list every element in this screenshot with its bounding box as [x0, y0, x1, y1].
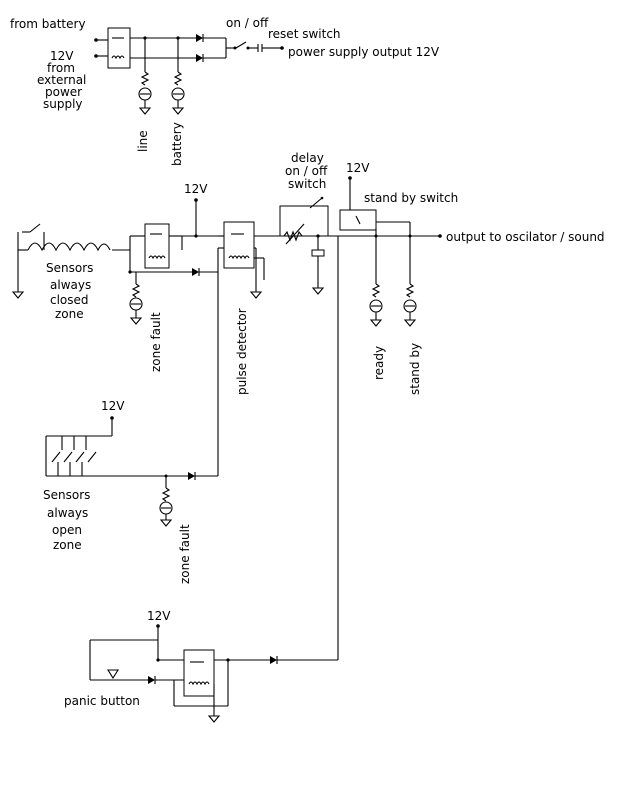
label-12v-standby: 12V — [346, 161, 370, 175]
label-delay-1: delay — [291, 151, 324, 165]
label-sensors-open-4: zone — [53, 538, 82, 552]
label-12v-external-supply: supply — [43, 97, 83, 111]
label-12v-panic: 12V — [147, 609, 171, 623]
label-delay-2: on / off — [285, 164, 328, 178]
label-12v-open: 12V — [101, 399, 125, 413]
panic-relay — [183, 649, 215, 697]
label-sensors-closed-1: Sensors — [46, 261, 93, 275]
label-panic-button: panic button — [64, 694, 140, 708]
label-sensors-open-3: open — [52, 523, 82, 537]
label-12v-external-from: from — [47, 61, 75, 75]
delay-standby-section — [279, 176, 442, 660]
label-ready: ready — [372, 346, 386, 380]
label-battery: battery — [170, 122, 184, 166]
power-relay — [107, 27, 131, 69]
label-pulse-detector: pulse detector — [235, 308, 249, 395]
label-stand-by: stand by — [408, 343, 422, 395]
label-stand-by-switch: stand by switch — [364, 191, 458, 205]
label-delay-3: switch — [288, 177, 326, 191]
label-line: line — [136, 130, 150, 152]
closed-zone-section — [11, 198, 290, 476]
label-sensors-closed-4: zone — [55, 307, 84, 321]
label-12v-external-external: external — [37, 73, 86, 87]
pulse-detector-relay — [223, 221, 255, 269]
zone-relay — [144, 223, 170, 269]
label-from-battery: from battery — [10, 17, 86, 31]
label-zone-fault-2: zone fault — [178, 524, 192, 584]
label-12v-main: 12V — [184, 182, 208, 196]
label-reset-switch: reset switch — [268, 27, 341, 41]
label-on-off: on / off — [226, 16, 269, 30]
open-zone-section — [45, 416, 218, 527]
power-supply-section — [94, 27, 284, 115]
label-12v-external: 12V — [50, 49, 74, 63]
label-12v-external-power: power — [45, 85, 82, 99]
label-zone-fault-1: zone fault — [149, 312, 163, 372]
label-sensors-open-2: always — [47, 506, 88, 520]
delay-box — [279, 205, 329, 237]
label-sensors-closed-3: closed — [50, 293, 89, 307]
label-sensors-closed-2: always — [50, 278, 91, 292]
label-sensors-open-1: Sensors — [43, 488, 90, 502]
label-psu-output: power supply output 12V — [288, 45, 440, 59]
label-output-osc: output to oscilator / sound — [446, 230, 605, 244]
panic-section — [89, 624, 338, 723]
